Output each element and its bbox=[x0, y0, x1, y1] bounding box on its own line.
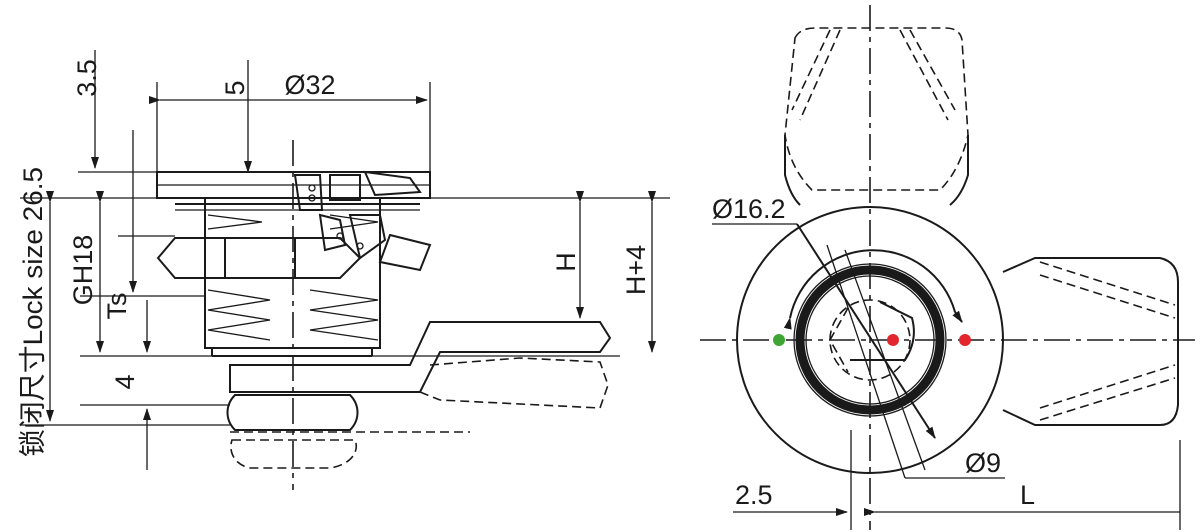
dim-diameter-16-2-label: Ø16.2 bbox=[712, 194, 786, 224]
dim-gh18-label: GH18 bbox=[68, 235, 98, 306]
handle-top bbox=[784, 27, 969, 206]
dim-ts-label: Ts bbox=[102, 293, 132, 320]
dim-diameter-9-label: Ø9 bbox=[965, 448, 1001, 478]
dim-diameter-32-label: Ø32 bbox=[284, 70, 335, 100]
green-indicator-dot bbox=[773, 334, 785, 346]
dim-l-label: L bbox=[1020, 480, 1035, 510]
dimension-arrows bbox=[46, 50, 656, 470]
dim-h-label: H bbox=[551, 252, 581, 272]
front-view: Ø16.2 Ø9 2.5 L bbox=[700, 5, 1195, 530]
outer-body bbox=[736, 206, 1004, 474]
dim-4-label: 4 bbox=[110, 374, 140, 389]
dim-5-label: 5 bbox=[220, 80, 250, 95]
dim-h-plus-4-label: H+4 bbox=[621, 245, 651, 295]
hex-nut bbox=[156, 237, 362, 279]
dim-lock-size-label: 锁闭尺寸Lock size 26.5 bbox=[18, 167, 48, 457]
cylinder-core bbox=[829, 299, 911, 381]
red-indicator-dot-right bbox=[959, 334, 971, 346]
cam-arm-alt bbox=[419, 357, 609, 409]
cam-arm bbox=[229, 321, 612, 393]
extension-lines bbox=[20, 82, 670, 426]
red-indicator-dot-center bbox=[887, 334, 899, 346]
key-mechanism bbox=[293, 170, 432, 272]
rotation-arrows bbox=[783, 249, 963, 330]
side-view: 3.5 5 Ø32 锁闭尺寸Lock size 26.5 GH18 Ts 4 H… bbox=[18, 50, 670, 490]
dim-3-5-label: 3.5 bbox=[72, 59, 102, 97]
inner-ring bbox=[795, 265, 945, 415]
handle-right bbox=[1002, 257, 1179, 426]
retaining-screw bbox=[226, 394, 470, 469]
dim-2-5-label: 2.5 bbox=[735, 480, 773, 510]
